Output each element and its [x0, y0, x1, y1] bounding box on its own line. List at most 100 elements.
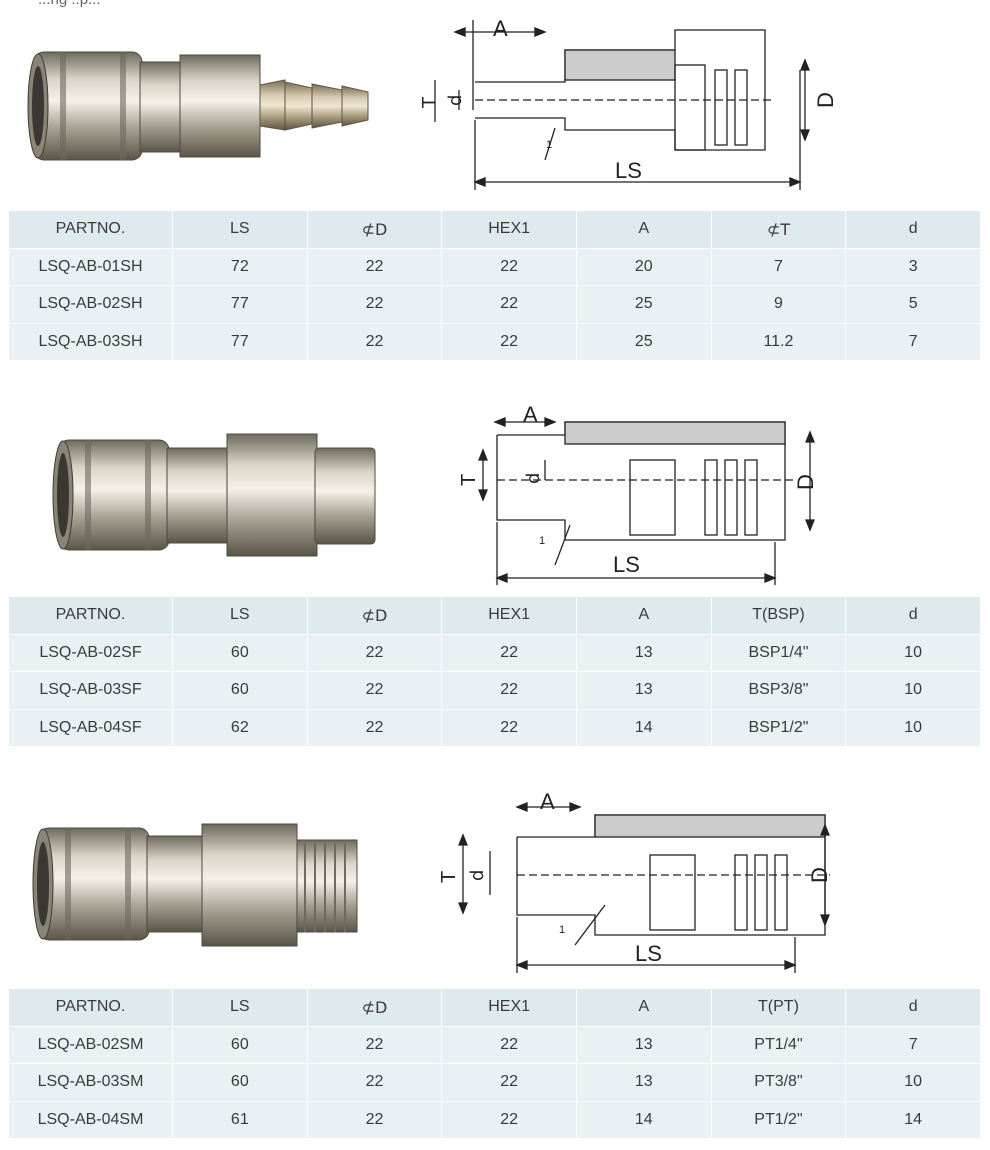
cell: 22 [441, 1063, 577, 1102]
col-header: LS [172, 210, 308, 249]
table-row: LSQ-AB-02SM 60 22 22 13 PT1/4" 7 [8, 1025, 981, 1064]
cell: PT1/2" [710, 1100, 847, 1139]
cell: BSP1/4" [710, 633, 847, 672]
col-header: d [845, 988, 981, 1027]
cell: 25 [575, 322, 712, 361]
cell: 10 [845, 708, 981, 747]
cell: LSQ-AB-01SH [8, 247, 173, 286]
table-row: LSQ-AB-03SM 60 22 22 13 PT3/8" 10 [8, 1063, 981, 1102]
cell: 5 [845, 285, 981, 324]
cell: 3 [845, 247, 981, 286]
dim-t-label: T [458, 474, 480, 486]
table-header-row: PARTNO. LS ⊄D HEX1 A T(BSP) d [8, 596, 981, 635]
coupler-hose-barb-drawing: A T d D LS 1 [419, 16, 838, 190]
col-header: HEX1 [441, 596, 577, 635]
col-header: LS [172, 596, 308, 635]
cell: 22 [441, 1100, 577, 1139]
col-header: A [575, 596, 712, 635]
dim-ls-label: LS [613, 552, 640, 577]
dim-phi-d-label: D [807, 867, 832, 883]
cell: 77 [172, 322, 308, 361]
dim-one-label: 1 [559, 924, 565, 936]
cell: 22 [306, 671, 443, 710]
col-header: LS [172, 988, 308, 1027]
cell: 7 [710, 247, 847, 286]
cell: BSP3/8" [710, 671, 847, 710]
cell: PT3/8" [710, 1063, 847, 1102]
table-header-row: PARTNO. LS ⊄D HEX1 A T(PT) d [8, 988, 981, 1027]
coupler-hose-barb-photo [27, 51, 369, 161]
cell: 22 [306, 1025, 443, 1064]
cell: 22 [306, 322, 443, 361]
cell: 14 [575, 708, 712, 747]
col-header: PARTNO. [8, 210, 173, 249]
cell: 22 [441, 247, 577, 286]
coupler-male-thread-drawing: A T d D LS 1 [438, 789, 832, 973]
dim-d-label: d [467, 870, 488, 881]
cell: 77 [172, 285, 308, 324]
cell: LSQ-AB-04SM [8, 1100, 173, 1139]
col-header: ⊄T [710, 210, 847, 249]
col-header: A [575, 210, 712, 249]
cell: 10 [845, 1063, 981, 1102]
cell: 25 [575, 285, 712, 324]
cell: 14 [575, 1100, 712, 1139]
table-row: LSQ-AB-03SH 77 22 22 25 11.2 7 [8, 322, 981, 361]
cell: 9 [710, 285, 847, 324]
cell: 60 [172, 1025, 308, 1064]
cell: LSQ-AB-02SF [8, 633, 173, 672]
coupler-male-thread-photo [32, 823, 358, 947]
spec-table-sh: PARTNO. LS ⊄D HEX1 A ⊄T d LSQ-AB-01SH 72… [8, 210, 981, 361]
cell: 22 [441, 671, 577, 710]
dim-t-label: T [438, 871, 460, 883]
cell: 22 [306, 708, 443, 747]
cell: 22 [441, 285, 577, 324]
cell: PT1/4" [710, 1025, 847, 1064]
table-row: LSQ-AB-03SF 60 22 22 13 BSP3/8" 10 [8, 671, 981, 710]
col-header: ⊄D [306, 210, 443, 249]
table-row: LSQ-AB-04SF 62 22 22 14 BSP1/2" 10 [8, 708, 981, 747]
cell: 11.2 [710, 322, 847, 361]
col-header: PARTNO. [8, 596, 173, 635]
cell: 22 [306, 1100, 443, 1139]
cell: 13 [575, 671, 712, 710]
col-header: HEX1 [441, 988, 577, 1027]
coupler-female-thread-drawing: A T d D LS 1 [458, 402, 818, 585]
dim-phi-d-label: D [813, 92, 838, 108]
cell: 10 [845, 671, 981, 710]
col-header: HEX1 [441, 210, 577, 249]
col-header: ⊄D [306, 596, 443, 635]
col-header: d [845, 210, 981, 249]
table-row: LSQ-AB-04SM 61 22 22 14 PT1/2" 14 [8, 1100, 981, 1139]
cell: LSQ-AB-04SF [8, 708, 173, 747]
dim-one-label: 1 [539, 535, 545, 547]
top-cropped-text: ...ng ..p... [38, 0, 101, 8]
col-header: PARTNO. [8, 988, 173, 1027]
cell: LSQ-AB-03SH [8, 322, 173, 361]
cell: 14 [845, 1100, 981, 1139]
dim-d-label: d [445, 95, 466, 106]
cell: 20 [575, 247, 712, 286]
col-header: d [845, 596, 981, 635]
dim-phi-d-label: D [793, 474, 818, 490]
cell: 62 [172, 708, 308, 747]
dim-ls-label: LS [615, 158, 642, 183]
table-row: LSQ-AB-01SH 72 22 22 20 7 3 [8, 247, 981, 286]
cell: 22 [441, 322, 577, 361]
col-header: T(BSP) [710, 596, 847, 635]
cell: 22 [441, 633, 577, 672]
cell: LSQ-AB-03SM [8, 1063, 173, 1102]
dim-a-label: A [523, 402, 538, 427]
cell: 13 [575, 633, 712, 672]
table-row: LSQ-AB-02SF 60 22 22 13 BSP1/4" 10 [8, 633, 981, 672]
cell: 22 [306, 1063, 443, 1102]
table-row: LSQ-AB-02SH 77 22 22 25 9 5 [8, 285, 981, 324]
coupler-female-thread-photo [52, 433, 376, 557]
dim-phi-t-label: T [419, 96, 440, 109]
spec-table-sm: PARTNO. LS ⊄D HEX1 A T(PT) d LSQ-AB-02SM… [8, 988, 981, 1139]
col-header: A [575, 988, 712, 1027]
cell: 60 [172, 1063, 308, 1102]
dim-ls-label: LS [635, 941, 662, 966]
table-header-row: PARTNO. LS ⊄D HEX1 A ⊄T d [8, 210, 981, 249]
spec-table-sf: PARTNO. LS ⊄D HEX1 A T(BSP) d LSQ-AB-02S… [8, 596, 981, 747]
